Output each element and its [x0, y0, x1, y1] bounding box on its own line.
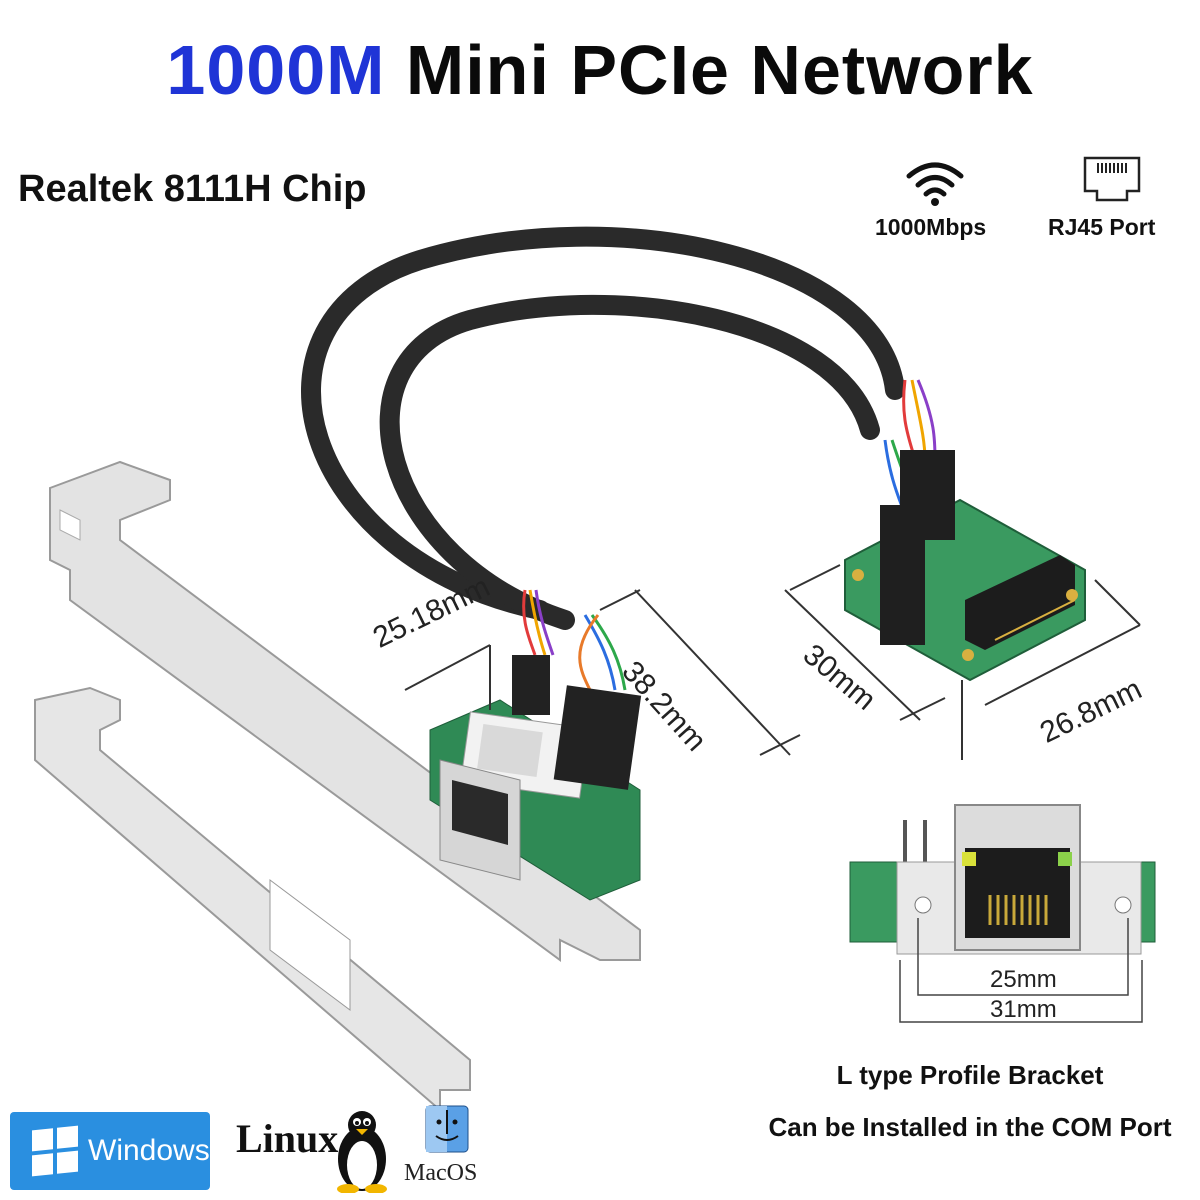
mini-pcie-card [844, 450, 1086, 682]
windows-logo: Windows [10, 1112, 210, 1190]
dim-label-bracket-width: 31mm [990, 996, 1057, 1023]
port-detail [849, 804, 1156, 1023]
caption-install: Can be Installed in the COM Port [768, 1112, 1172, 1142]
windows-icon [32, 1125, 78, 1177]
low-profile-bracket [34, 686, 471, 1113]
page-title: 1000M Mini PCIe Network [0, 30, 1200, 110]
linux-logo: Linux [232, 1105, 392, 1195]
feature-label-speed: 1000Mbps [875, 214, 987, 240]
title-accent: 1000M [166, 31, 386, 109]
windows-label: Windows [88, 1134, 210, 1167]
chip-label: Realtek 8111H Chip [18, 168, 367, 210]
cable-pair [301, 226, 905, 630]
tux-penguin-icon [337, 1111, 387, 1193]
macos-label: MacOS [404, 1160, 478, 1186]
macos-logo: MacOS [400, 1104, 496, 1194]
linux-label: Linux [236, 1116, 339, 1161]
mac-finder-icon [425, 1105, 469, 1153]
rj45-port-icon [1082, 155, 1142, 207]
caption-bracket: L type Profile Bracket [836, 1060, 1104, 1090]
feature-label-port: RJ45 Port [1048, 214, 1156, 240]
dim-label-hole-spacing: 25mm [990, 966, 1057, 993]
title-rest: Mini PCIe Network [405, 31, 1034, 109]
full-height-bracket [49, 460, 641, 962]
wires-left [522, 589, 627, 691]
wifi-icon [905, 158, 965, 208]
dimension-lines [404, 564, 1141, 760]
